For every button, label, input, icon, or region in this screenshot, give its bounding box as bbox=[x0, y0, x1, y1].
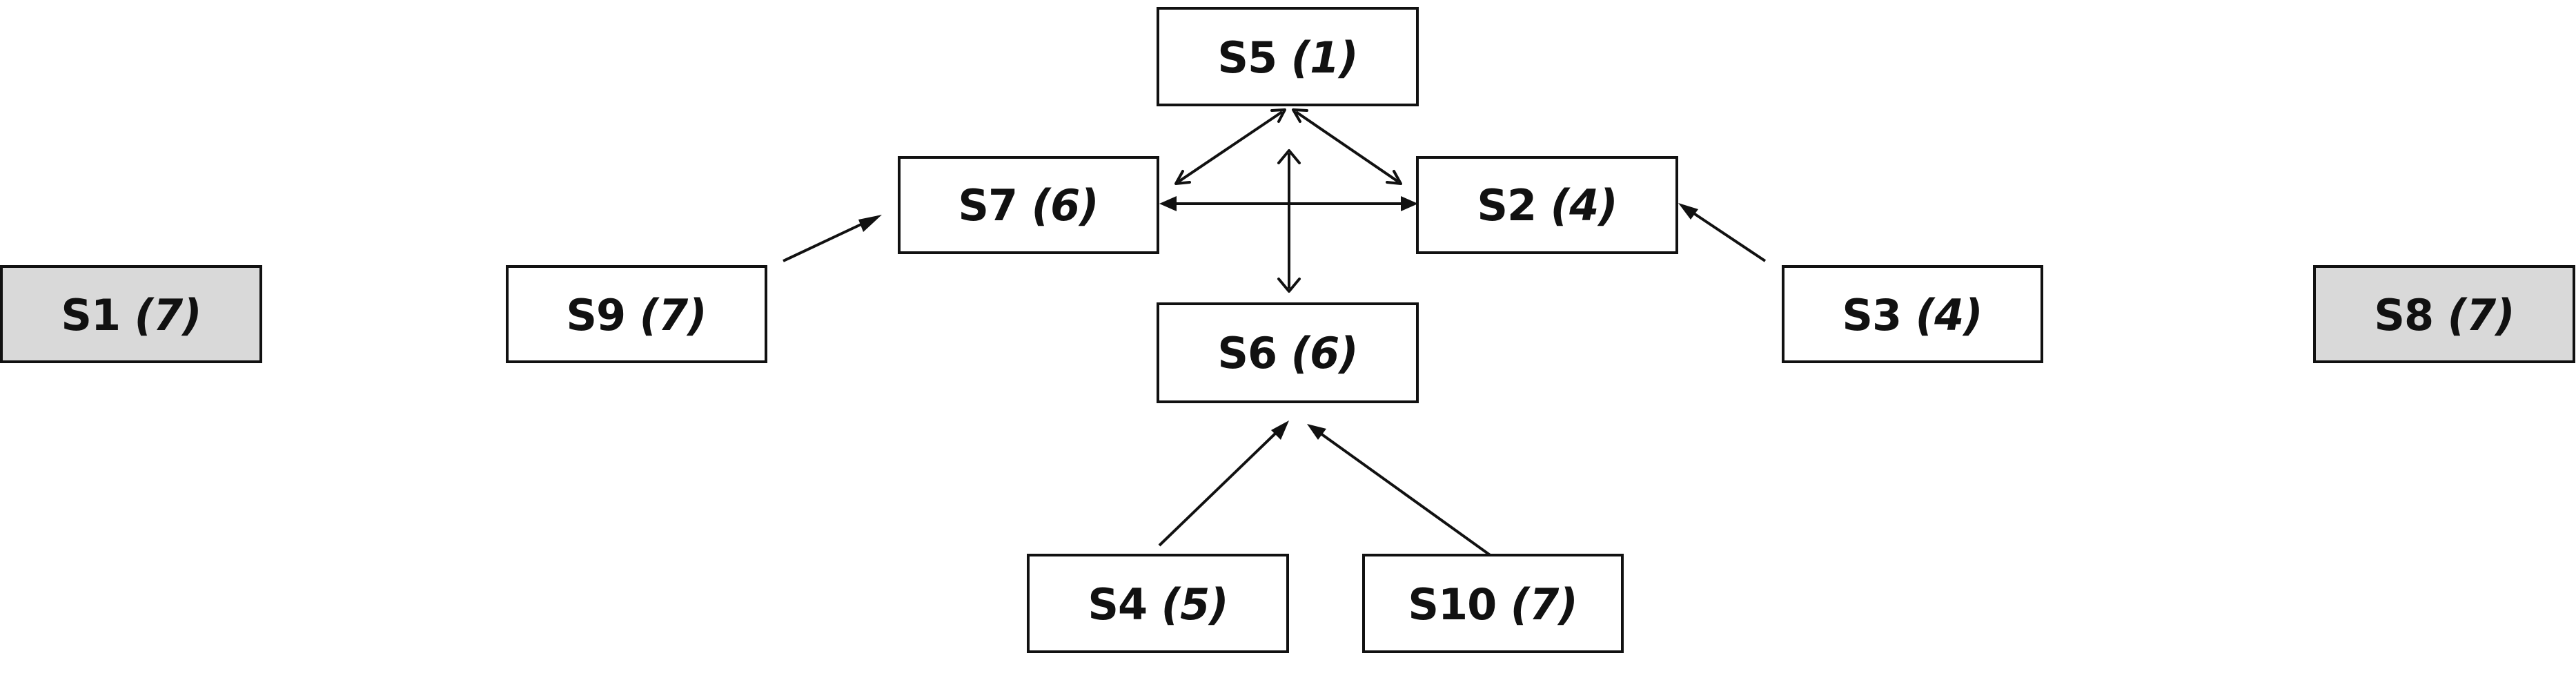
node-s6-label: S6 bbox=[1217, 328, 1277, 378]
node-s5-text: S5 (1) bbox=[1217, 32, 1357, 83]
node-s2-box bbox=[1416, 156, 1678, 254]
node-s8-box bbox=[2313, 265, 2575, 363]
node-s2-text: S2 (4) bbox=[1477, 180, 1617, 231]
edge-s4-to-s6 bbox=[1158, 432, 1277, 547]
node-s3-value: (4) bbox=[1916, 290, 1983, 340]
arrowhead-s3-to-s2 bbox=[1678, 203, 1698, 220]
node-s10-text: S10 (7) bbox=[1408, 579, 1577, 630]
node-s9: S9 (7) bbox=[506, 265, 767, 363]
node-s6: S6 (6) bbox=[1157, 302, 1419, 403]
node-s8-value: (7) bbox=[2448, 290, 2515, 340]
node-s10-value: (7) bbox=[1511, 579, 1577, 630]
node-s10-label: S10 bbox=[1408, 579, 1496, 630]
node-s5-box bbox=[1157, 7, 1419, 106]
arrowhead-s7-s2-right bbox=[1401, 196, 1418, 211]
node-s6-box bbox=[1157, 302, 1419, 403]
node-s6-value: (6) bbox=[1291, 328, 1358, 378]
node-s1-label: S1 bbox=[61, 290, 120, 340]
node-s4: S4 (5) bbox=[1027, 554, 1289, 653]
arrowhead-s5-s2-top bbox=[1292, 108, 1308, 123]
node-s3-text: S3 (4) bbox=[1842, 290, 1982, 340]
edge-s9-to-s7 bbox=[783, 222, 865, 262]
node-s2-label: S2 bbox=[1477, 180, 1536, 231]
arrowhead-s9-to-s7 bbox=[858, 215, 882, 232]
node-s8-text: S8 (7) bbox=[2374, 290, 2514, 340]
arrowhead-s4-to-s6 bbox=[1271, 420, 1289, 440]
edge-s10-to-s6 bbox=[1319, 432, 1495, 559]
node-s4-box bbox=[1027, 554, 1289, 653]
node-s1: S1 (7) bbox=[0, 265, 262, 363]
node-s7-label: S7 bbox=[958, 180, 1017, 231]
node-s7-box bbox=[898, 156, 1159, 254]
arrowhead-s7-s2-left bbox=[1159, 196, 1177, 211]
node-s2: S2 (4) bbox=[1416, 156, 1678, 254]
arrowhead-s5-s7-bottom bbox=[1174, 170, 1191, 185]
arrowhead-s10-to-s6 bbox=[1307, 424, 1326, 440]
node-s1-text: S1 (7) bbox=[61, 290, 201, 340]
arrowhead-s5-s6-bottom bbox=[1277, 278, 1301, 293]
node-s1-box bbox=[0, 265, 262, 363]
node-s5: S5 (1) bbox=[1157, 7, 1419, 106]
node-s6-text: S6 (6) bbox=[1217, 328, 1357, 378]
node-s4-value: (5) bbox=[1161, 579, 1228, 630]
edge-s5-s7-bidirectional bbox=[1177, 110, 1284, 183]
nodes-layer: S1 (7) S9 (7) S7 (6) S5 (1) S2 (4) S6 (6… bbox=[0, 7, 2575, 653]
node-s4-text: S4 (5) bbox=[1088, 579, 1228, 630]
node-s7-value: (6) bbox=[1032, 180, 1099, 231]
node-s8-label: S8 bbox=[2374, 290, 2433, 340]
node-s5-value: (1) bbox=[1291, 32, 1358, 83]
node-s9-label: S9 bbox=[566, 290, 625, 340]
node-s5-label: S5 bbox=[1217, 32, 1277, 83]
node-s9-text: S9 (7) bbox=[566, 290, 706, 340]
node-s10: S10 (7) bbox=[1362, 554, 1624, 653]
node-s2-value: (4) bbox=[1551, 180, 1618, 231]
arrowhead-s5-s6-top bbox=[1277, 149, 1301, 164]
edge-s5-s2-bidirectional bbox=[1295, 110, 1399, 183]
edges-layer bbox=[783, 108, 1767, 559]
node-s3-box bbox=[1782, 265, 2043, 363]
node-s8: S8 (7) bbox=[2313, 265, 2575, 363]
node-s10-box bbox=[1362, 554, 1624, 653]
node-s7-text: S7 (6) bbox=[958, 180, 1098, 231]
node-s1-value: (7) bbox=[135, 290, 201, 340]
node-s3-label: S3 bbox=[1842, 290, 1901, 340]
node-s3: S3 (4) bbox=[1782, 265, 2043, 363]
arrowhead-s5-s7-top bbox=[1270, 108, 1286, 123]
node-s4-label: S4 bbox=[1088, 579, 1147, 630]
arrowhead-s5-s2-bottom bbox=[1386, 170, 1402, 185]
node-s9-box bbox=[506, 265, 767, 363]
node-s9-value: (7) bbox=[640, 290, 707, 340]
node-s7: S7 (6) bbox=[898, 156, 1159, 254]
edge-s3-to-s2 bbox=[1691, 211, 1767, 262]
